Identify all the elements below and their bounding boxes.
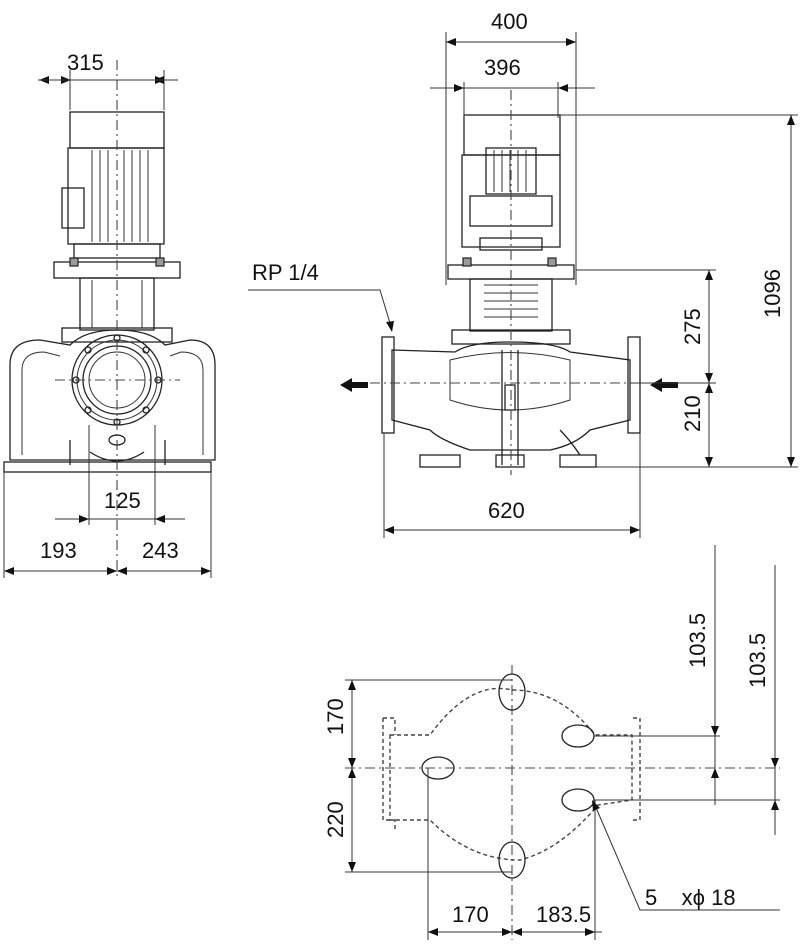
outlet-flow-arrow (340, 378, 368, 392)
bolt-hole-lower-right (561, 788, 595, 812)
pump-casing (9, 329, 216, 461)
base-plate (3, 461, 212, 473)
dim-side-port-to-port: 620 (488, 498, 525, 523)
outlet-port-flange (381, 336, 395, 434)
dim-front-flange-offset: 125 (104, 488, 141, 513)
plan-view: 170 220 103.5 103.5 170 183.5 5 xϕ 18 (323, 545, 780, 940)
dim-front-base-left: 193 (40, 538, 77, 563)
side-pump-casing (391, 341, 631, 451)
side-motor-fan-cover (463, 114, 561, 156)
side-view: 400 396 RP 1/4 275 210 1096 620 (248, 9, 798, 538)
dim-side-total-height: 1096 (760, 269, 785, 318)
connection-label: RP 1/4 (252, 260, 319, 285)
dim-side-inlet-height: 210 (680, 395, 705, 432)
dim-plan-bottom-right: 183.5 (536, 902, 591, 927)
dim-side-motor-height: 275 (680, 308, 705, 345)
dim-side-outer-width: 400 (491, 9, 528, 34)
inlet-port-flange (627, 336, 641, 434)
dim-plan-bottom-offset: 220 (323, 801, 348, 838)
inlet-flow-arrow (650, 378, 678, 392)
dim-plan-bottom-left: 170 (452, 902, 489, 927)
motor-body (67, 147, 165, 245)
dim-plan-right-offset-a: 103.5 (685, 613, 710, 668)
dim-front-base-right: 243 (142, 538, 179, 563)
motor-fins (91, 150, 149, 242)
dim-front-top-width: 315 (67, 50, 104, 75)
dim-plan-top-offset: 170 (323, 698, 348, 735)
terminal-box (61, 187, 85, 229)
plan-footprint-outline (389, 687, 633, 861)
front-view: 315 125 193 243 (3, 50, 216, 580)
dim-plan-right-offset-b: 103.5 (745, 633, 770, 688)
bolt-holes-label: 5 xϕ 18 (645, 885, 736, 910)
bolt-hole-bottom (498, 841, 526, 879)
dim-side-inner-width: 396 (484, 55, 521, 80)
bolt-hole-upper-right (561, 724, 595, 748)
